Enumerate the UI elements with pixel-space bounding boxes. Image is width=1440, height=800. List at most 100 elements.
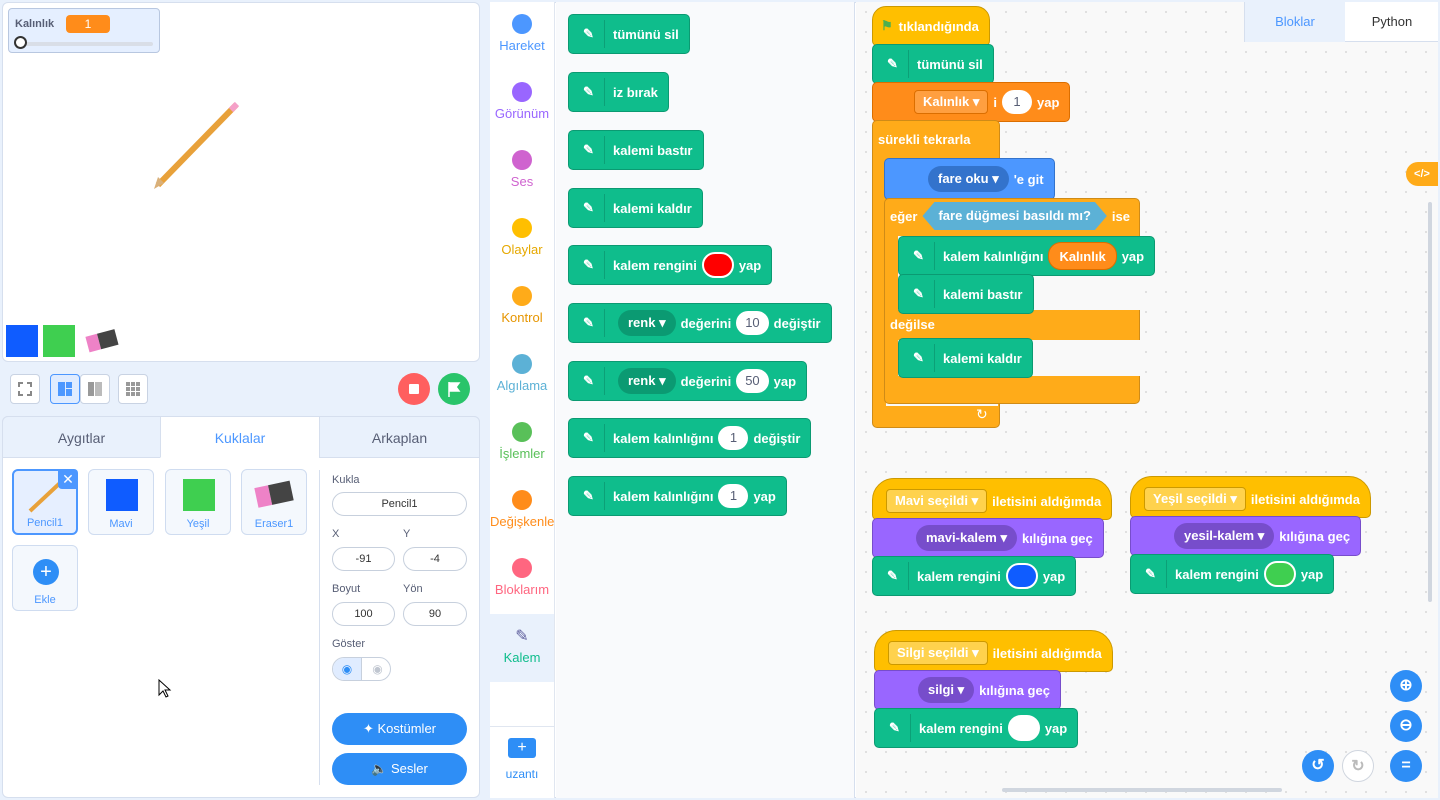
direction-field[interactable]: 90 [403,602,467,626]
category-variables[interactable]: Değişkenler [490,490,554,529]
category-motion[interactable]: Hareket [490,14,554,53]
eraser-sprite[interactable] [81,325,121,357]
zoom-out-button[interactable]: ⊖ [1390,710,1422,742]
category-sound[interactable]: Ses [490,150,554,189]
y-field[interactable]: -4 [403,547,467,571]
large-stage-button[interactable] [80,374,110,404]
variable-dropdown[interactable]: Kalınlık ▾ [914,90,989,114]
script-workspace[interactable]: Bloklar Python </> ⚑tıklandığında ✎tümün… [856,2,1438,798]
stage[interactable]: Kalınlık 1 [2,2,480,362]
show-toggle[interactable]: ◉ ◉ [332,657,391,681]
number-input[interactable]: 1 [718,426,749,450]
palette-stamp-block[interactable]: ✎iz bırak [568,72,669,112]
category-operators[interactable]: İşlemler [490,422,554,461]
number-input[interactable]: 10 [736,311,769,335]
zoom-in-button[interactable]: ⊕ [1390,670,1422,702]
stop-button[interactable] [398,373,430,405]
pen-down-block[interactable]: ✎kalemi bastır [898,274,1034,314]
when-flag-clicked-hat[interactable]: ⚑tıklandığında [872,6,990,46]
costumes-button[interactable]: ✦ Kostümler [332,713,467,745]
sprite-tile-pencil[interactable]: ✕ Pencil1 [12,469,78,535]
category-myblocks[interactable]: Bloklarım [490,558,554,597]
costume-dropdown[interactable]: mavi-kalem ▾ [916,525,1017,551]
goto-block[interactable]: fare oku ▾'e git [884,158,1055,200]
clear-block[interactable]: ✎tümünü sil [872,44,994,84]
pencil-sprite[interactable] [148,95,248,195]
message-dropdown[interactable]: Mavi seçildi ▾ [886,489,988,513]
blue-swatch-sprite[interactable] [6,325,38,357]
when-receive-green-hat[interactable]: Yeşil seçildi ▾iletisini aldığımda [1130,476,1371,518]
when-receive-eraser-hat[interactable]: Silgi seçildi ▾iletisini aldığımda [874,630,1113,672]
tab-blocks[interactable]: Bloklar [1245,2,1345,42]
sprite-tile-eraser[interactable]: Eraser1 [241,469,307,535]
monitor-slider-knob[interactable] [14,36,27,49]
tab-devices[interactable]: Aygıtlar [2,416,161,458]
x-field[interactable]: -91 [332,547,395,571]
category-looks[interactable]: Görünüm [490,82,554,121]
fullscreen-button[interactable] [10,374,40,404]
palette-penup-block[interactable]: ✎kalemi kaldır [568,188,703,228]
tab-backdrop[interactable]: Arkaplan [319,416,480,458]
color-picker[interactable] [1007,715,1040,741]
sounds-button[interactable]: 🔈 Sesler [332,753,467,785]
category-pen[interactable]: ✎Kalem [490,614,554,682]
switch-costume-blue-block[interactable]: mavi-kalem ▾kılığına geç [872,518,1104,558]
pen-up-block[interactable]: ✎kalemi kaldır [898,338,1033,378]
costume-dropdown[interactable]: silgi ▾ [918,677,975,703]
when-receive-blue-hat[interactable]: Mavi seçildi ▾iletisini aldığımda [872,478,1113,520]
color-picker[interactable] [701,252,734,278]
delete-sprite-icon[interactable]: ✕ [58,469,78,489]
costume-dropdown[interactable]: yesil-kalem ▾ [1174,523,1275,549]
param-dropdown[interactable]: renk ▾ [618,368,676,394]
tab-python[interactable]: Python [1371,14,1413,29]
size-field[interactable]: 100 [332,602,395,626]
redo-button[interactable]: ↻ [1342,750,1374,782]
eye-hidden-icon[interactable]: ◉ [372,662,383,676]
param-dropdown[interactable]: renk ▾ [618,310,676,336]
green-swatch-sprite[interactable] [43,325,75,357]
extension-button[interactable]: +uzantı [490,738,554,781]
eye-icon[interactable]: ◉ [333,658,362,680]
add-sprite-button[interactable]: + Ekle [12,545,78,611]
message-dropdown[interactable]: Yeşil seçildi ▾ [1144,487,1246,511]
color-picker[interactable] [1005,563,1038,589]
number-input[interactable]: 1 [718,484,749,508]
vertical-scrollbar[interactable] [1428,202,1432,602]
palette-clear-block[interactable]: ✎tümünü sil [568,14,690,54]
variable-reporter[interactable]: Kalınlık [1048,242,1117,270]
category-control[interactable]: Kontrol [490,286,554,325]
grid-view-button[interactable] [118,374,148,404]
palette-pendown-block[interactable]: ✎kalemi bastır [568,130,704,170]
sprite-tile-mavi[interactable]: Mavi [88,469,154,535]
monitor-slider-track[interactable] [17,42,153,46]
undo-button[interactable]: ↺ [1302,750,1334,782]
green-flag-button[interactable] [438,373,470,405]
number-input[interactable]: 1 [1002,90,1033,114]
variable-monitor[interactable]: Kalınlık 1 [8,8,160,53]
switch-costume-green-block[interactable]: yesil-kalem ▾kılığına geç [1130,516,1362,556]
mouse-down-condition[interactable]: fare düğmesi basıldı mı? [922,202,1106,230]
category-events[interactable]: Olaylar [490,218,554,257]
small-stage-button[interactable] [50,374,80,404]
message-dropdown[interactable]: Silgi seçildi ▾ [888,641,988,665]
sprite-name-field[interactable]: Pencil1 [332,492,467,516]
zoom-reset-button[interactable]: = [1390,750,1422,782]
horizontal-scrollbar[interactable] [1002,788,1282,792]
color-picker[interactable] [1263,561,1296,587]
code-toggle-icon[interactable]: </> [1406,162,1438,186]
category-sensing[interactable]: Algılama [490,354,554,393]
goto-dropdown[interactable]: fare oku ▾ [928,166,1009,192]
sprite-tile-yesil[interactable]: Yeşil [165,469,231,535]
number-input[interactable]: 50 [736,369,769,393]
switch-costume-eraser-block[interactable]: silgi ▾kılığına geç [874,670,1061,710]
